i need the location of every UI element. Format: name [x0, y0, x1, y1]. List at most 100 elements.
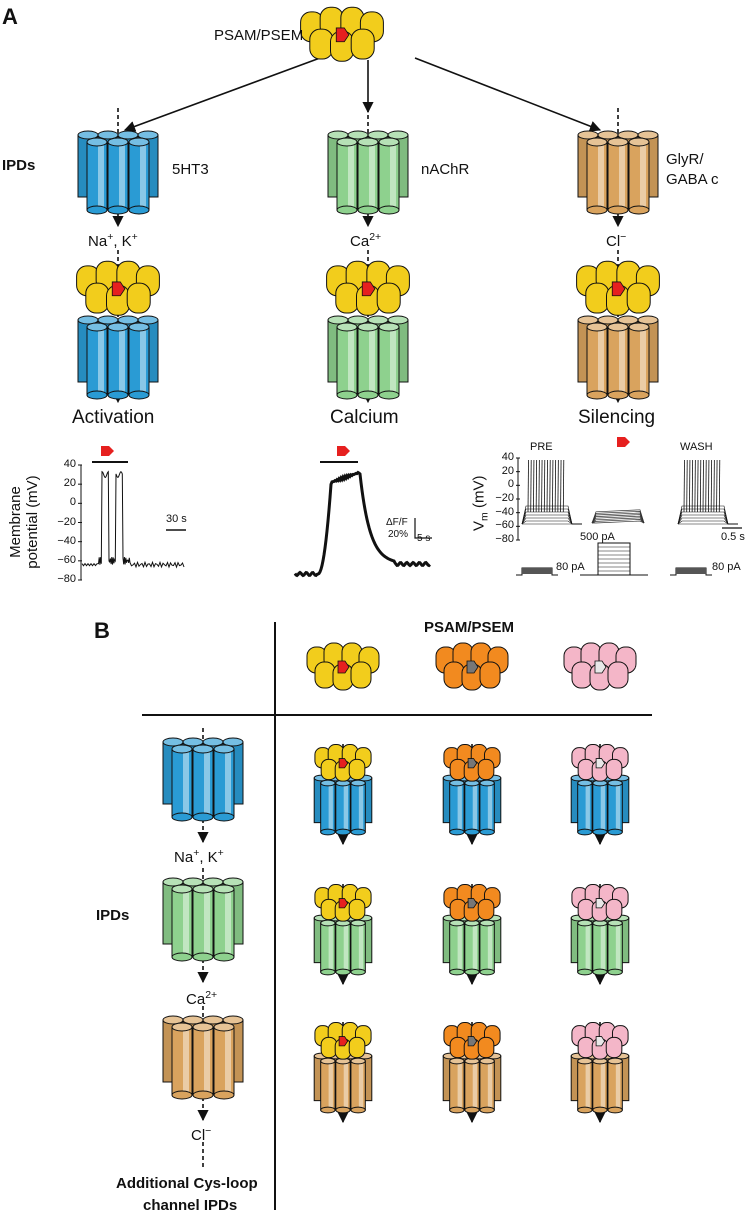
spike-line: [716, 459, 718, 513]
channel-highlight: [487, 1061, 493, 1110]
channel-highlight: [615, 1061, 621, 1110]
y-tick-label: −40: [57, 534, 76, 547]
psam-lobe: [571, 661, 593, 689]
channel-front-subunit: [577, 922, 593, 973]
spike-line: [705, 459, 707, 513]
channel-highlight: [369, 142, 375, 210]
channel-front-subunit: [592, 922, 608, 973]
activation-ylabel: Membrane potential (mV): [7, 462, 41, 582]
psam-lobe: [320, 1036, 338, 1059]
psam-lobe: [577, 758, 595, 781]
grid-channel-1-0: [313, 914, 373, 976]
y-tick-label: 0: [69, 496, 76, 509]
channel-front-subunit-bottom: [449, 1106, 465, 1114]
channel-front-subunit-top: [586, 137, 608, 147]
channel-front-subunit-top: [479, 779, 495, 787]
psam-lobe: [126, 282, 151, 314]
channel-front-subunit-bottom: [107, 390, 129, 400]
channel-front-subunit-top: [213, 1022, 235, 1032]
y-tick-label: −40: [495, 505, 514, 518]
ligand-shape: [111, 281, 126, 297]
footer-line-1: Additional Cys-loop: [116, 1175, 258, 1192]
channel-front-subunit-top: [86, 137, 108, 147]
channel-front-subunit-top: [86, 322, 108, 332]
channel-front-subunit-top: [336, 137, 358, 147]
channel-highlight: [225, 749, 231, 817]
channel-front-subunit-top: [577, 919, 593, 927]
spike-line: [697, 459, 699, 513]
spike-line: [543, 459, 546, 513]
channel-front-subunit-bottom: [479, 1106, 495, 1114]
channel-front-subunit-bottom: [350, 1106, 366, 1114]
channel-highlight: [457, 1061, 462, 1110]
silencing-ylabel: Vm (mV): [470, 475, 491, 531]
spike-line: [533, 459, 535, 513]
spike-line: [538, 459, 540, 513]
ipds-label-a: IPDs: [2, 157, 36, 174]
grid-psam-0-1: [443, 744, 501, 782]
panel-a-letter: A: [2, 4, 18, 29]
spike-line: [713, 459, 715, 513]
pre-current-steps-fill: [522, 568, 552, 574]
channel-label-5ht3: 5HT3: [172, 161, 209, 178]
channel-highlight: [225, 889, 231, 957]
channel-highlight: [358, 783, 364, 832]
channel-front-subunit-bottom: [464, 828, 480, 836]
y-tick-label: 0: [507, 478, 514, 491]
channel-highlight: [487, 923, 493, 972]
psam-lobe: [477, 1036, 495, 1059]
channel-front-subunit-top: [479, 1057, 495, 1065]
activation-scale-label: 30 s: [166, 513, 187, 525]
silenced-step-line: [591, 517, 645, 524]
ligand-shape: [335, 27, 350, 43]
silenced-trace: [591, 509, 645, 524]
spike-line: [546, 459, 548, 513]
y-tick-label: −60: [57, 553, 76, 566]
channel-front-subunit-top: [607, 779, 623, 787]
channel-highlight: [640, 327, 646, 395]
y-tick-label: −60: [495, 519, 514, 532]
channel-front-subunit-bottom: [192, 812, 214, 822]
channel-highlight: [640, 142, 646, 210]
channel-highlight: [487, 783, 493, 832]
channel-highlight: [119, 327, 125, 395]
channel-front-subunit-top: [213, 744, 235, 754]
grid-psam-2-1: [443, 1022, 501, 1060]
channel-front-subunit-top: [577, 779, 593, 787]
ions-na-k: Na+, K+: [88, 231, 138, 250]
channel-front-subunit: [577, 1060, 593, 1111]
ipds-label-b: IPDs: [96, 907, 130, 924]
ligand-shape: [595, 898, 606, 909]
psam-lobe: [585, 282, 610, 314]
grid-channel-1-1: [442, 914, 502, 976]
psam-lobe: [605, 758, 623, 781]
current-80pa-left: 80 pA: [556, 561, 585, 573]
psam-lobe: [605, 898, 623, 921]
channel-front-subunit-bottom: [592, 828, 608, 836]
channel-front-subunit-top: [378, 322, 400, 332]
y-tick-label: −80: [57, 573, 76, 585]
shapes-layer: [76, 6, 660, 1114]
channel-front-subunit-bottom: [607, 968, 623, 976]
channel-front-subunit: [592, 782, 608, 833]
ions-b-na-k: Na+, K+: [174, 847, 224, 866]
ions-b-ca: Ca2+: [186, 989, 218, 1008]
channel-back-subunit-top: [222, 877, 244, 887]
channel-front-subunit-bottom: [607, 205, 629, 215]
channel-highlight: [183, 889, 189, 957]
spike-line: [549, 459, 551, 513]
channel-front-subunit-top: [350, 919, 366, 927]
spike-line: [710, 459, 713, 513]
psam-lobe: [449, 1036, 467, 1059]
channel-front-subunit-bottom: [357, 390, 379, 400]
channel-front-subunit-bottom: [350, 828, 366, 836]
channel-front-subunit-top: [107, 137, 129, 147]
ligand-shape: [338, 898, 349, 909]
channel-front-subunit-bottom: [320, 968, 336, 976]
channel-back-subunit-top: [637, 315, 659, 325]
channel-front-subunit: [577, 782, 593, 833]
channel-highlight: [585, 1061, 590, 1110]
channel-highlight: [457, 923, 462, 972]
channel-front-subunit-top: [213, 884, 235, 894]
